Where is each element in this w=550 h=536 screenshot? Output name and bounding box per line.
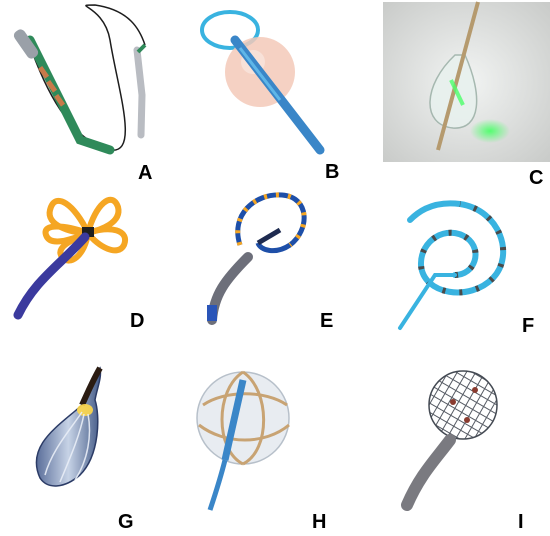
panel-f: F (375, 190, 550, 350)
panel-label-a: A (138, 162, 153, 184)
panel-e: E (190, 185, 370, 345)
panel-label-g: G (118, 511, 134, 533)
laser-balloon-g-illustration (35, 366, 103, 487)
mesh-sphere-i-illustration (401, 370, 498, 511)
panel-label-c: C (529, 167, 544, 189)
panel-label-h: H (312, 511, 327, 533)
panel-c: C (383, 0, 550, 190)
panel-label-e: E (320, 310, 334, 332)
panel-label-i: I (518, 511, 524, 533)
spiral-catheter-f-illustration (398, 200, 506, 330)
balloon-catheter-b-illustration (200, 10, 325, 155)
panel-label-b: B (325, 161, 340, 183)
petal-catheter-d-illustration (13, 196, 129, 320)
panel-h: H (195, 360, 375, 536)
panel-b: B (185, 0, 365, 185)
panel-g: G (0, 360, 180, 536)
cryoballoon-c-photo (383, 1, 550, 162)
panel-a: A (0, 0, 180, 185)
catheter-a-illustration (13, 4, 147, 155)
panel-label-f: F (522, 315, 535, 337)
panel-i: I (395, 360, 550, 536)
panel-label-d: D (130, 310, 145, 332)
mapping-catheter-e-illustration (207, 192, 307, 325)
panel-d: D (0, 185, 180, 345)
basket-balloon-h-illustration (196, 370, 290, 511)
